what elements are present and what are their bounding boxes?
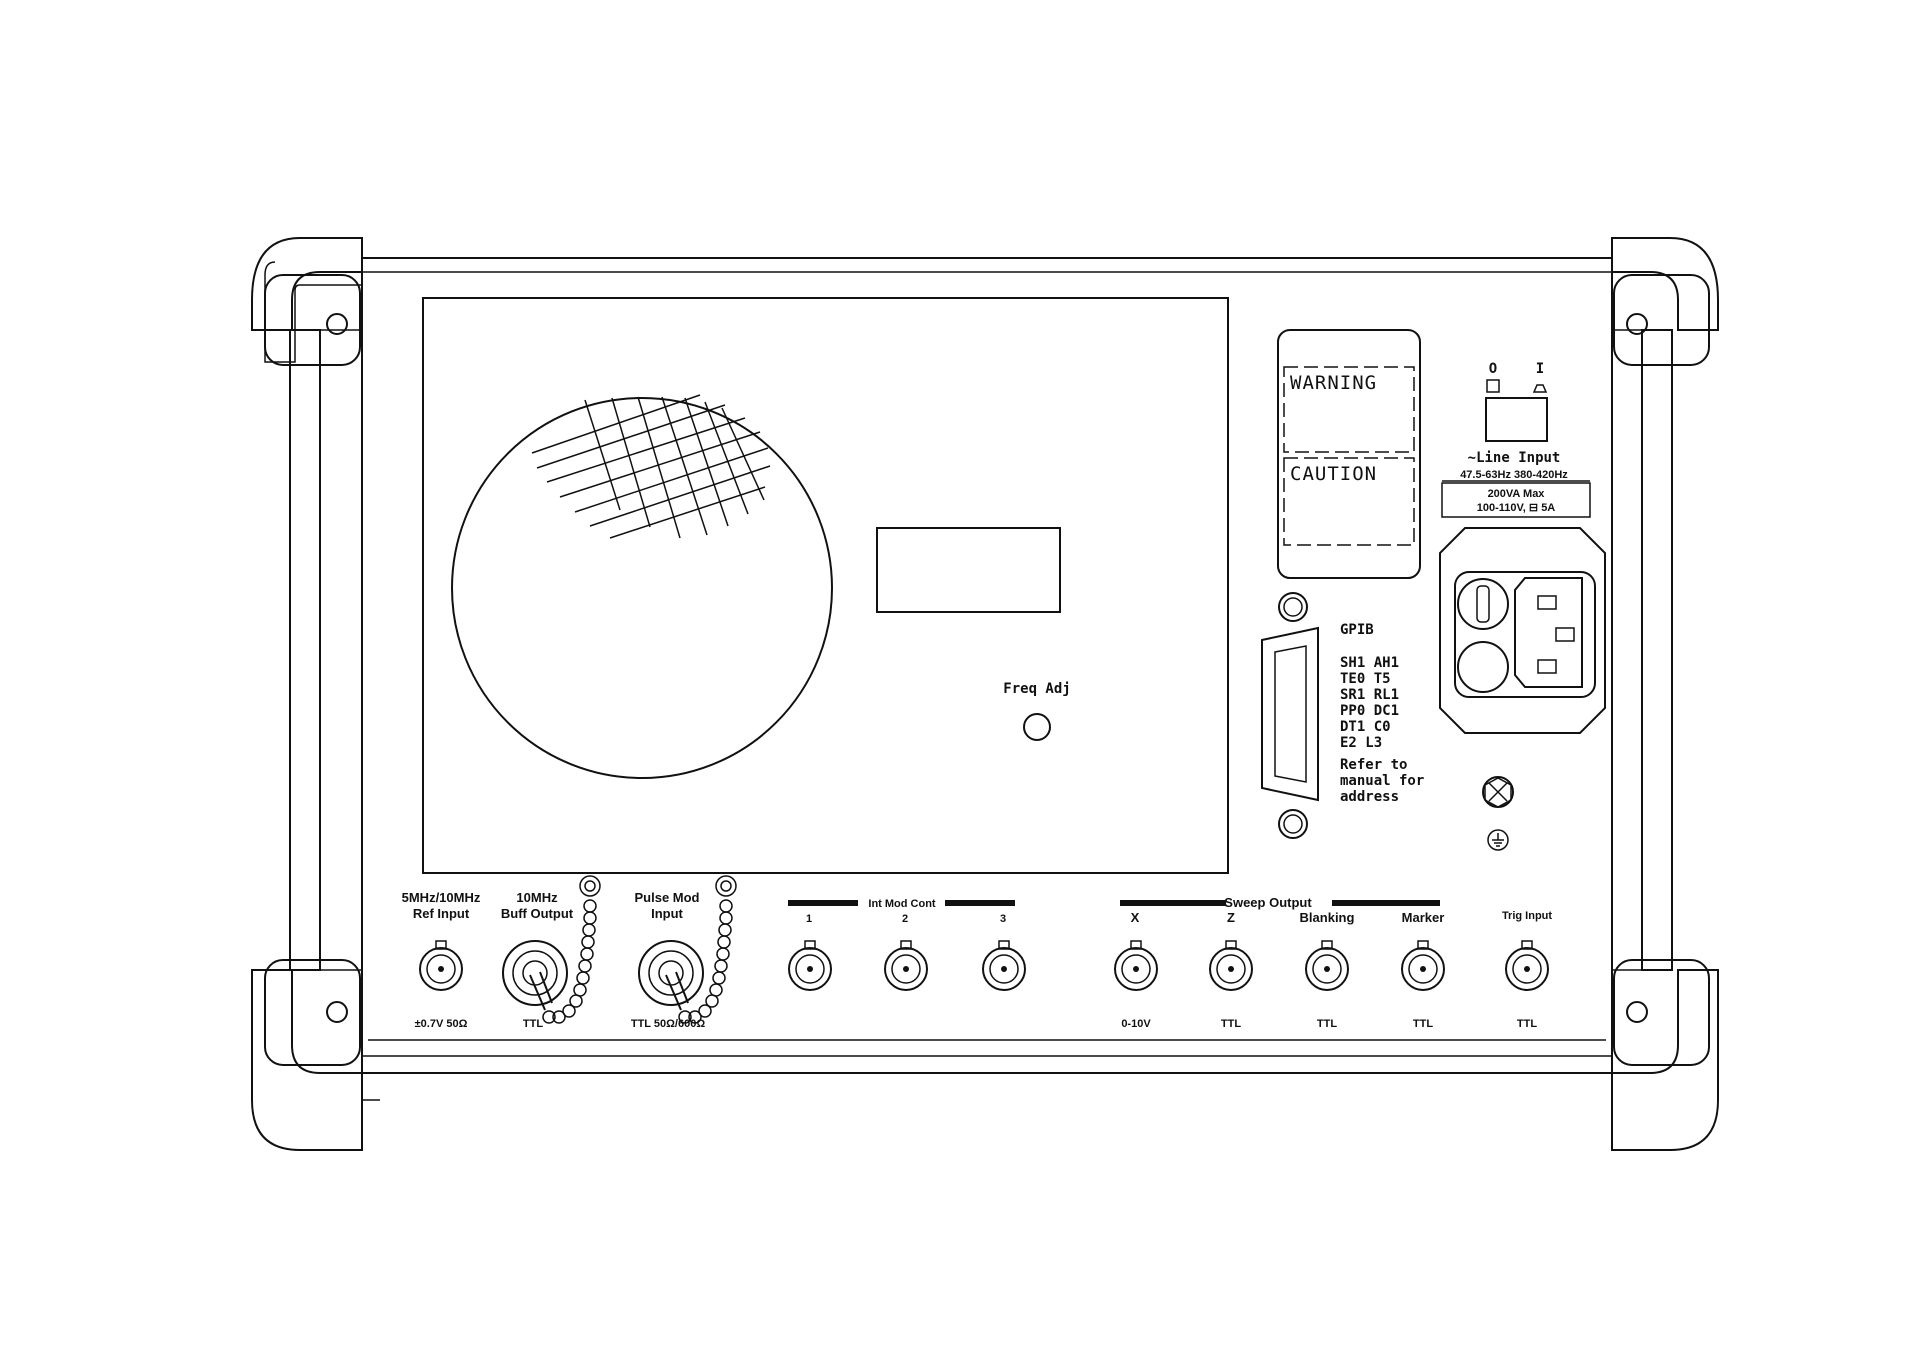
sweep-z-label: Z [1227, 910, 1235, 925]
sweep-marker-bnc-connector[interactable] [1401, 940, 1445, 991]
label-plate [876, 527, 1061, 613]
freq-adj-knob[interactable] [1023, 713, 1051, 741]
gpib-screw-top [1278, 592, 1308, 622]
trig-input-bnc-connector[interactable] [1505, 940, 1549, 991]
caution-label: CAUTION [1290, 463, 1377, 485]
power-switch[interactable] [1485, 397, 1548, 442]
warning-caution-panel [1277, 329, 1421, 579]
int-mod-cont-3-label: 3 [1000, 913, 1006, 925]
pulse-mod-spec: TTL 50Ω/600Ω [631, 1018, 705, 1030]
gpib-line: E2 L3 [1340, 735, 1382, 751]
line-input-label: ∼Line Input [1468, 450, 1561, 466]
pulse-mod-smc-connector[interactable] [638, 875, 737, 1024]
line-freq-range: 47.5-63Hz 380-420Hz [1460, 469, 1568, 481]
trig-input-spec: TTL [1517, 1018, 1537, 1030]
int-mod-cont-label: Int Mod Cont [868, 898, 936, 910]
protective-earth-icon [1487, 829, 1509, 851]
sweep-x-label: X [1131, 910, 1140, 925]
sweep-marker-label: Marker [1402, 910, 1445, 925]
gpib-title: GPIB [1340, 622, 1374, 638]
pulse-mod-label: Input [651, 906, 683, 921]
gpib-line: DT1 C0 [1340, 719, 1391, 735]
corner-bumper-top-left [251, 237, 363, 366]
int-mod-cont-2-bnc-connector[interactable] [884, 940, 928, 991]
ref-input-label: 5MHz/10MHz [402, 890, 481, 905]
corner-bumper-bottom-left [251, 959, 380, 1151]
int-mod-cont-2-label: 2 [902, 913, 908, 925]
trig-input-label: Trig Input [1502, 910, 1552, 922]
sweep-x-bnc-connector[interactable] [1114, 940, 1158, 991]
gpib-line: PP0 DC1 [1340, 703, 1399, 719]
sweep-x-spec: 0-10V [1121, 1018, 1151, 1030]
gpib-line: manual for [1340, 773, 1424, 789]
power-max-label: 200VA Max [1488, 488, 1546, 500]
ref-input-spec: ±0.7V 50Ω [415, 1018, 468, 1030]
gpib-line: SH1 AH1 [1340, 655, 1399, 671]
warning-label: WARNING [1290, 372, 1377, 394]
gpib-line: Refer to [1340, 757, 1407, 773]
freq-adj-label: Freq Adj [1003, 681, 1070, 697]
power-off-symbol: O [1489, 361, 1497, 377]
buff-output-smc-connector[interactable] [502, 875, 601, 1024]
power-on-symbol: I [1536, 361, 1544, 377]
gpib-screw-bottom [1278, 809, 1308, 839]
cover-plate [422, 297, 1229, 874]
gpib-connector[interactable] [1261, 626, 1319, 802]
corner-bumper-top-right [1611, 237, 1719, 366]
sweep-blanking-spec: TTL [1317, 1018, 1337, 1030]
corner-bumper-bottom-right [1611, 959, 1719, 1151]
power-rating-box [1441, 482, 1591, 518]
sweep-blanking-bnc-connector[interactable] [1305, 940, 1349, 991]
buff-output-label: Buff Output [501, 906, 574, 921]
fuse-holder-icon[interactable] [1457, 578, 1509, 630]
fuse-spec-label: 100-110V, ⊟ 5A [1477, 502, 1556, 514]
int-mod-cont-3-bnc-connector[interactable] [982, 940, 1026, 991]
ac-inlet-module [1439, 527, 1606, 734]
sweep-blanking-label: Blanking [1300, 910, 1355, 925]
sweep-z-bnc-connector[interactable] [1209, 940, 1253, 991]
sweep-marker-spec: TTL [1413, 1018, 1433, 1030]
chassis-frame [289, 257, 1673, 1074]
buff-output-spec: TTL [523, 1018, 543, 1030]
pulse-mod-label: Pulse Mod [634, 890, 699, 905]
ref-input-label: Ref Input [413, 906, 470, 921]
int-mod-cont-1-bnc-connector[interactable] [788, 940, 832, 991]
buff-output-label: 10MHz [516, 890, 558, 905]
ref-input-bnc-connector[interactable] [419, 940, 463, 991]
gpib-line: TE0 T5 [1340, 671, 1391, 687]
sweep-z-spec: TTL [1221, 1018, 1241, 1030]
chassis-ground-icon [1482, 776, 1514, 808]
fan-icon [451, 394, 833, 779]
int-mod-cont-1-label: 1 [806, 913, 812, 925]
iec-power-socket-icon[interactable] [1514, 577, 1583, 688]
gpib-line: SR1 RL1 [1340, 687, 1399, 703]
sweep-output-label: Sweep Output [1224, 895, 1312, 910]
gpib-line: address [1340, 789, 1399, 805]
voltage-selector-icon[interactable] [1457, 641, 1509, 693]
